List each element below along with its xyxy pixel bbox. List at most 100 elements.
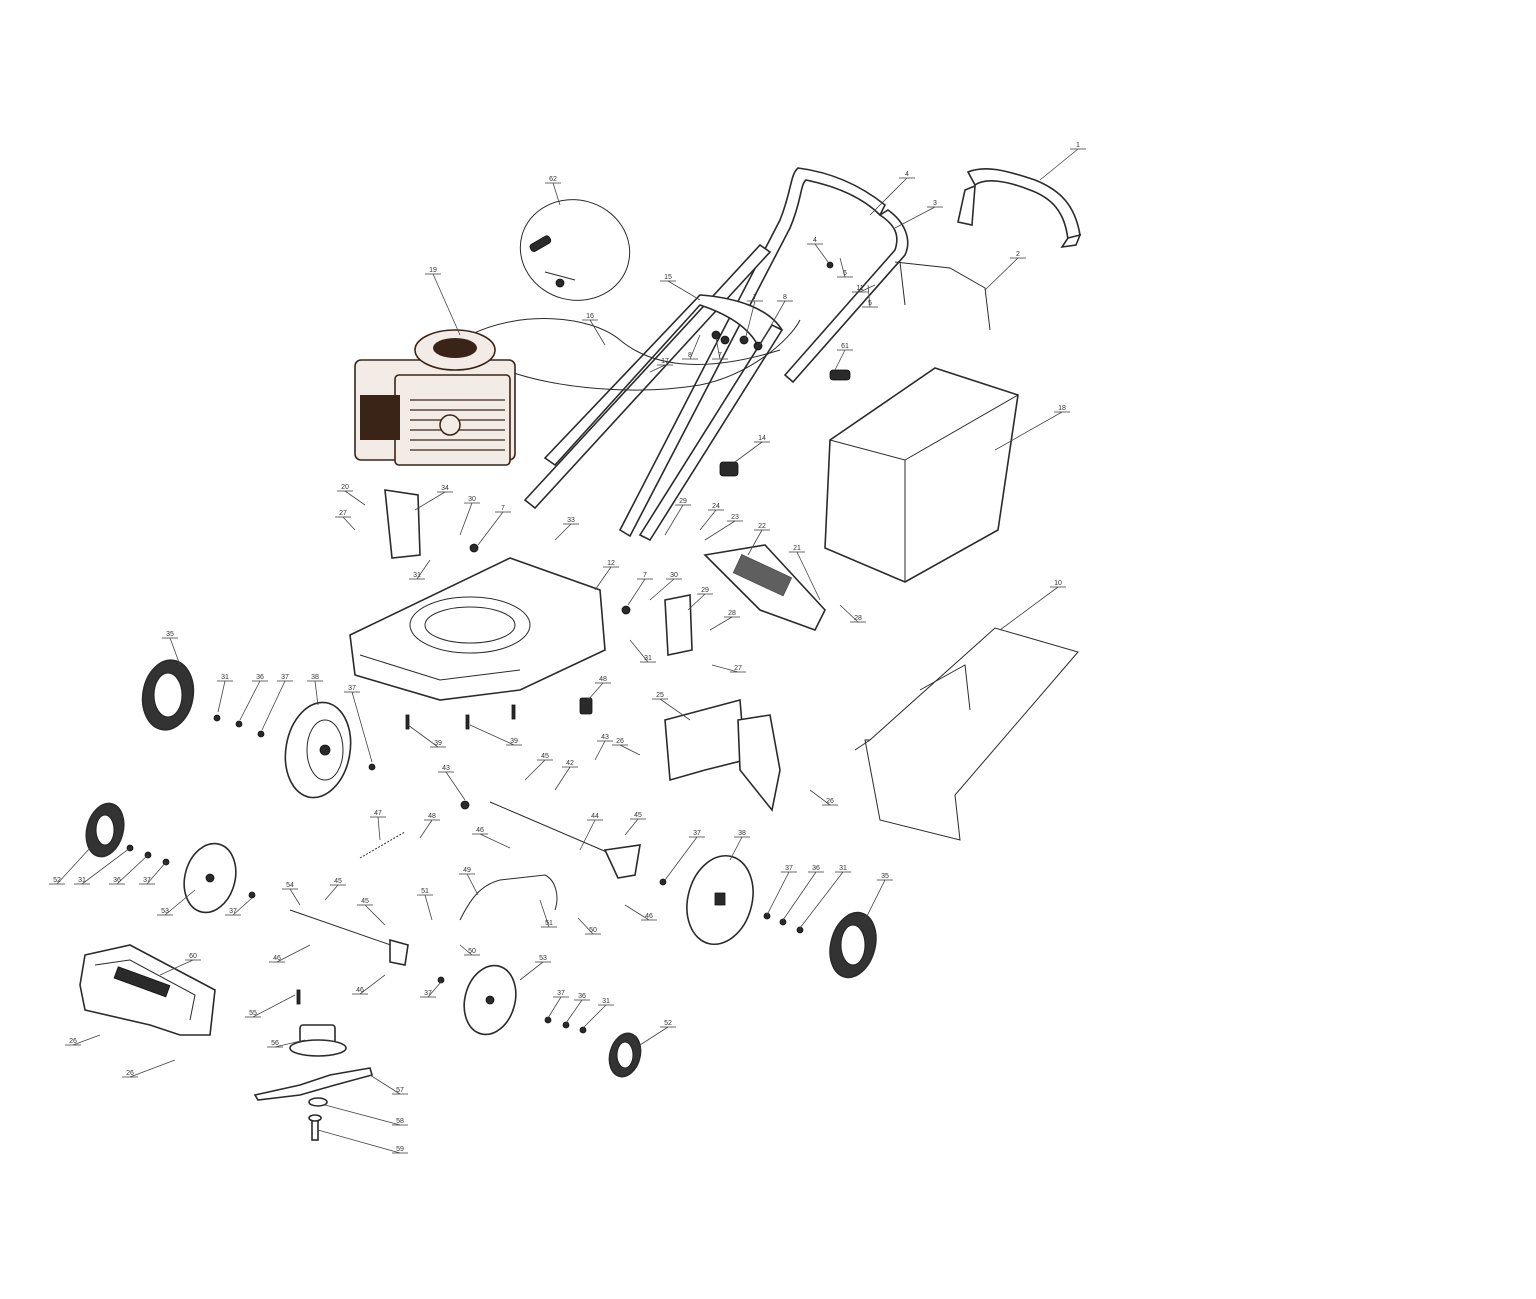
rear-axle — [489, 801, 641, 879]
callout-number: 25 — [656, 692, 664, 699]
callout-number: 52 — [53, 877, 61, 884]
leader-line — [414, 491, 446, 511]
leader-line — [369, 1074, 401, 1095]
leader-line — [547, 996, 562, 1019]
leader-line — [796, 551, 821, 601]
leader-line — [72, 1034, 101, 1046]
leader-line — [629, 639, 649, 663]
cutting-blade — [253, 1067, 373, 1101]
leader-line — [699, 509, 717, 531]
leader-line — [466, 873, 479, 896]
leader-line — [687, 593, 706, 611]
callout-number: 7 — [753, 294, 757, 301]
leader-line — [624, 904, 650, 921]
callout-number: 36 — [256, 674, 264, 681]
small-fasteners — [126, 261, 851, 1034]
blade-washer — [308, 1097, 328, 1107]
leader-line — [324, 1104, 401, 1126]
callout-number: 27 — [734, 665, 742, 672]
leader-line — [289, 888, 301, 906]
callout-number: 37 — [348, 685, 356, 692]
callout-number: 1 — [1076, 142, 1080, 149]
leader-line — [782, 871, 817, 921]
callout-number: 27 — [339, 510, 347, 517]
callout-number: 54 — [286, 882, 294, 889]
callout-number: 31 — [413, 572, 421, 579]
callout-number: 45 — [334, 878, 342, 885]
callout-number: 29 — [679, 498, 687, 505]
callout-number: 7 — [718, 352, 722, 359]
leader-line — [539, 899, 550, 928]
leader-line — [594, 740, 606, 761]
callout-number: 29 — [701, 587, 709, 594]
callout-number: 45 — [634, 812, 642, 819]
grass-catcher-bag — [824, 367, 1019, 583]
leader-line — [554, 523, 572, 541]
callout-number: 37 — [229, 908, 237, 915]
leader-line — [445, 771, 466, 801]
callout-number: 50 — [468, 948, 476, 955]
callout-number: 22 — [758, 523, 766, 530]
height-spring — [359, 831, 406, 859]
callout-number: 37 — [281, 674, 289, 681]
leader-line — [232, 897, 253, 916]
leader-line — [734, 441, 763, 463]
bail-bar — [894, 261, 991, 331]
callout-number: 6 — [843, 270, 847, 277]
callout-number: 30 — [670, 572, 678, 579]
leader-line — [432, 273, 461, 336]
callout-number: 46 — [356, 987, 364, 994]
leader-line — [577, 917, 594, 935]
leader-line — [419, 819, 433, 839]
leader-line — [239, 680, 261, 721]
leader-line — [864, 879, 886, 921]
leader-line — [711, 664, 739, 673]
leader-line — [744, 300, 756, 341]
callout-number: 36 — [578, 993, 586, 1000]
callout-number: 31 — [839, 865, 847, 872]
callout-number: 46 — [476, 827, 484, 834]
leader-line — [519, 961, 544, 981]
callout-number: 48 — [428, 813, 436, 820]
leader-line — [364, 904, 386, 926]
leader-line — [261, 680, 286, 731]
callout-number: 10 — [1054, 580, 1062, 587]
leader-line — [814, 243, 829, 263]
callout-number: 15 — [664, 274, 672, 281]
callout-number: 37 — [424, 990, 432, 997]
rear-flap — [664, 698, 746, 782]
callout-number: 62 — [549, 176, 557, 183]
hubcap-left-rear — [141, 659, 195, 731]
leader-line — [342, 516, 356, 531]
callout-number: 38 — [311, 674, 319, 681]
leader-line — [649, 364, 666, 373]
callout-number: 35 — [881, 873, 889, 880]
handle-grip — [957, 167, 1082, 249]
leader-line — [809, 789, 831, 806]
leader-line — [554, 766, 571, 791]
callout-number: 46 — [273, 955, 281, 962]
callout-number: 37 — [557, 990, 565, 997]
leader-line — [766, 871, 790, 916]
callout-number: 31 — [602, 998, 610, 1005]
front-bumper — [79, 944, 216, 1036]
leader-line — [424, 894, 433, 921]
callout-number: 26 — [69, 1038, 77, 1045]
callout-number: 4 — [813, 237, 817, 244]
leader-line — [799, 871, 844, 929]
callout-number: 28 — [854, 615, 862, 622]
callout-number: 2 — [1016, 251, 1020, 258]
front-axle — [289, 909, 409, 966]
callout-number: 18 — [1058, 405, 1066, 412]
leader-line — [377, 816, 381, 841]
leader-line — [459, 502, 473, 536]
front-wheel-left — [183, 842, 237, 914]
leader-line — [579, 819, 596, 851]
leader-line — [351, 691, 373, 763]
leader-line — [587, 682, 604, 701]
callout-number: 48 — [599, 676, 607, 683]
leader-line — [56, 847, 91, 885]
callout-number: 7 — [501, 505, 505, 512]
